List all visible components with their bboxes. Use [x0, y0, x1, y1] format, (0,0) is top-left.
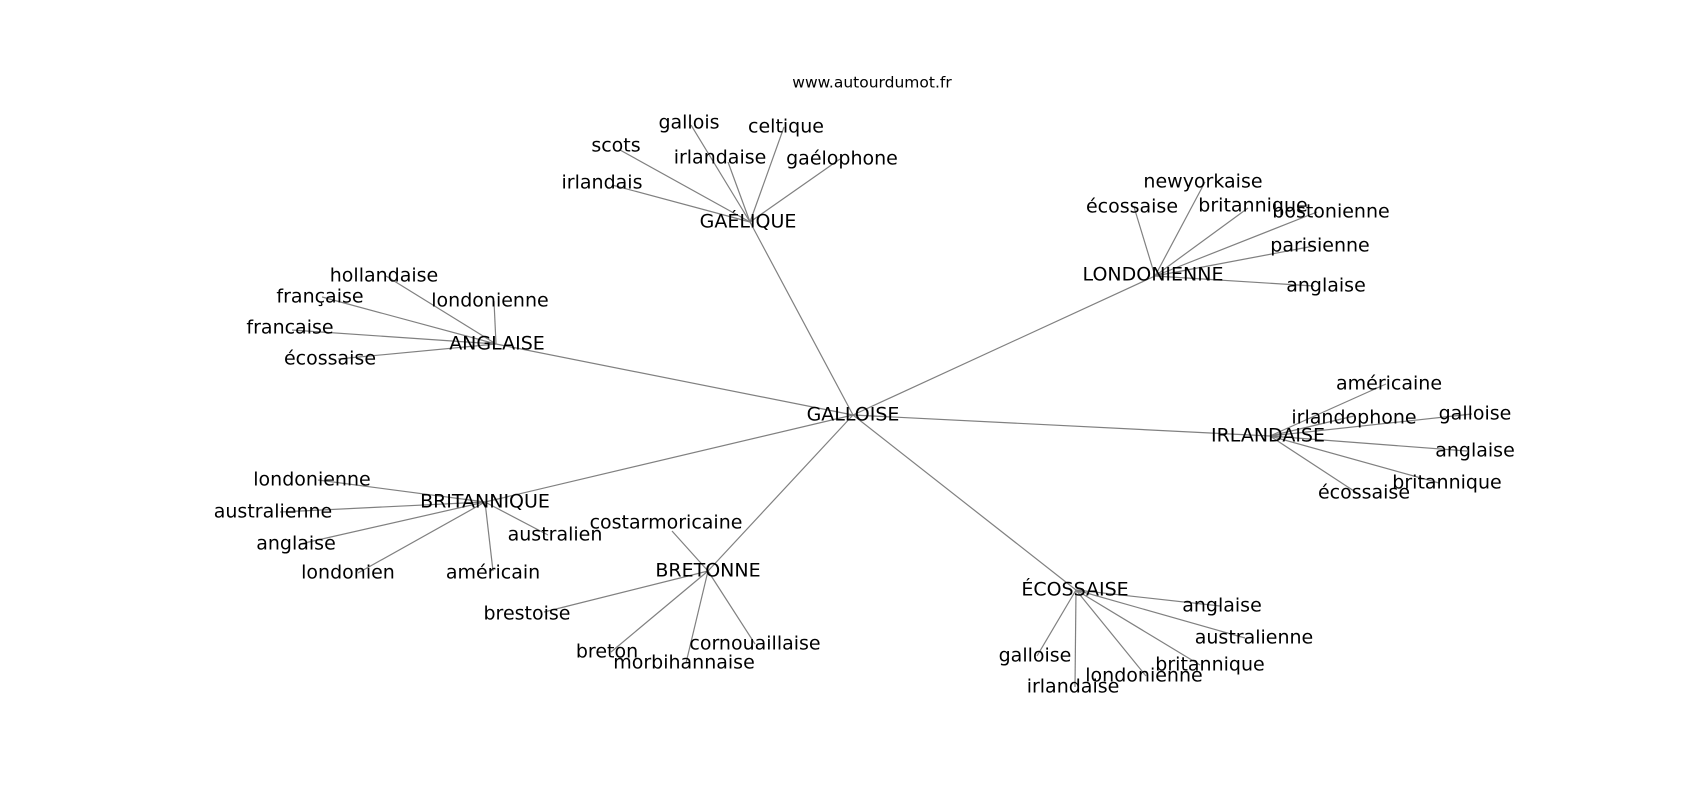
- edge-hub-4-to-word-0: [317, 479, 486, 503]
- word-node-label: écossaise: [1318, 482, 1410, 504]
- word-node-label: américaine: [1336, 373, 1442, 395]
- edge-hub-3-to-word-2: [1269, 413, 1473, 437]
- edge-hub-4-to-word-4: [357, 501, 486, 574]
- word-node-label: anglaise: [1435, 440, 1515, 462]
- edge-hub-0-to-word-4: [749, 158, 841, 223]
- watermark-text: www.autourdumot.fr: [792, 74, 952, 92]
- edge-hub-3-to-word-0: [1269, 383, 1387, 437]
- center-node-label: GALLOISE: [807, 404, 900, 426]
- word-node-label: londonienne: [431, 290, 548, 312]
- word-node-label: irlandaise: [674, 147, 767, 169]
- word-node-label: celtique: [748, 116, 824, 138]
- edge-center-to-hub-1: [852, 275, 1156, 416]
- labels-layer: www.autourdumot.fr GALLOISE GAÉLIQUE gallo…: [214, 74, 1515, 698]
- edge-hub-2-to-word-4: [337, 343, 497, 360]
- word-node-label: irlandais: [562, 172, 643, 194]
- edge-center-to-hub-6: [852, 414, 1077, 591]
- word-node-label: française: [276, 286, 363, 308]
- word-node-label: gallois: [658, 112, 719, 134]
- hub-node-label-5: BRETONNE: [655, 560, 760, 582]
- edge-hub-6-to-word-2: [1075, 589, 1201, 666]
- edges-layer: [279, 124, 1473, 688]
- edge-hub-2-to-word-0: [385, 275, 497, 345]
- edge-hub-1-to-word-3: [1154, 211, 1318, 277]
- word-node-label: breton: [576, 641, 638, 663]
- word-node-label: britannique: [1155, 654, 1264, 676]
- word-node-label: australienne: [1195, 627, 1314, 649]
- word-node-label: irlandaise: [1027, 676, 1120, 698]
- hub-node-label-0: GAÉLIQUE: [700, 210, 797, 233]
- word-node-label: écossaise: [284, 348, 376, 370]
- edge-hub-0-to-word-1: [749, 126, 785, 223]
- edge-hub-0-to-word-0: [690, 124, 751, 223]
- edge-center-to-hub-4: [484, 414, 854, 503]
- edge-hub-4-to-word-5: [484, 501, 494, 572]
- word-node-label: britannique: [1392, 472, 1501, 494]
- word-node-label: irlandophone: [1291, 407, 1416, 429]
- edge-hub-6-to-word-4: [1075, 589, 1147, 677]
- word-node-label: brestoise: [484, 603, 571, 625]
- edge-center-to-hub-0: [749, 221, 854, 416]
- edge-hub-1-to-word-0: [1154, 181, 1206, 277]
- edge-hub-6-to-word-0: [1075, 589, 1221, 607]
- edge-hub-5-to-word-4: [685, 570, 709, 664]
- edge-hub-3-to-word-1: [1269, 415, 1355, 437]
- word-node-label: morbihannaise: [613, 652, 755, 674]
- hub-node-label-6: ÉCOSSAISE: [1021, 578, 1128, 601]
- edge-hub-0-to-word-5: [611, 184, 751, 223]
- edge-hub-2-to-word-2: [493, 300, 497, 345]
- edge-hub-5-to-word-3: [610, 570, 709, 653]
- word-node-label: costarmoricaine: [590, 512, 743, 534]
- word-node-label: américain: [446, 562, 540, 584]
- word-node-label: galloise: [999, 645, 1072, 667]
- edge-hub-5-to-word-0: [671, 530, 709, 572]
- word-node-label: newyorkaise: [1143, 171, 1262, 193]
- edge-hub-0-to-word-2: [619, 149, 751, 223]
- hub-node-label-2: ANGLAISE: [449, 333, 545, 355]
- edge-hub-6-to-word-5: [1074, 589, 1077, 688]
- edge-hub-2-to-word-1: [321, 296, 497, 345]
- word-node-label: hollandaise: [330, 265, 438, 287]
- edge-hub-3-to-word-3: [1269, 435, 1468, 452]
- word-node-label: anglaise: [1182, 595, 1262, 617]
- word-node-label: écossaise: [1086, 196, 1178, 218]
- edge-hub-1-to-word-5: [1154, 275, 1315, 287]
- edge-hub-4-to-word-1: [279, 501, 486, 513]
- edge-hub-2-to-word-3: [291, 329, 497, 345]
- edge-hub-6-to-word-1: [1075, 589, 1246, 639]
- edge-hub-4-to-word-3: [299, 501, 486, 545]
- edge-hub-4-to-word-2: [484, 501, 549, 536]
- word-node-label: australien: [508, 524, 603, 546]
- edge-hub-3-to-word-4: [1269, 435, 1440, 484]
- word-node-label: australienne: [214, 501, 333, 523]
- edge-hub-6-to-word-3: [1036, 589, 1077, 657]
- word-node-label: cornouaillaise: [689, 633, 820, 655]
- hub-node-label-1: LONDONIENNE: [1083, 264, 1224, 286]
- word-node-label: londonienne: [253, 469, 370, 491]
- edge-center-to-hub-2: [495, 343, 854, 416]
- hub-node-label-3: IRLANDAISE: [1211, 425, 1325, 447]
- word-node-label: bostonienne: [1272, 201, 1389, 223]
- word-node-label: parisienne: [1270, 235, 1369, 257]
- edge-center-to-hub-3: [852, 414, 1271, 437]
- word-node-label: galloise: [1439, 403, 1512, 425]
- word-node-label: gaélophone: [786, 148, 898, 170]
- hub-node-label-4: BRITANNIQUE: [420, 491, 550, 513]
- edge-hub-1-to-word-1: [1133, 206, 1156, 277]
- edge-hub-1-to-word-4: [1154, 245, 1315, 277]
- edge-hub-0-to-word-3: [727, 161, 751, 223]
- word-node-label: scots: [591, 135, 640, 157]
- word-node-label: anglaise: [1286, 275, 1366, 297]
- edge-hub-5-to-word-2: [707, 570, 756, 645]
- word-node-label: londonien: [301, 562, 395, 584]
- word-node-label: britannique: [1198, 195, 1307, 217]
- edge-center-to-hub-5: [707, 414, 854, 572]
- edge-hub-1-to-word-2: [1154, 207, 1249, 277]
- word-node-label: anglaise: [256, 533, 336, 555]
- word-node-label: londonienne: [1085, 665, 1202, 687]
- word-node-label: francaise: [246, 317, 333, 339]
- edge-hub-5-to-word-1: [543, 570, 709, 613]
- edge-hub-3-to-word-5: [1269, 435, 1358, 494]
